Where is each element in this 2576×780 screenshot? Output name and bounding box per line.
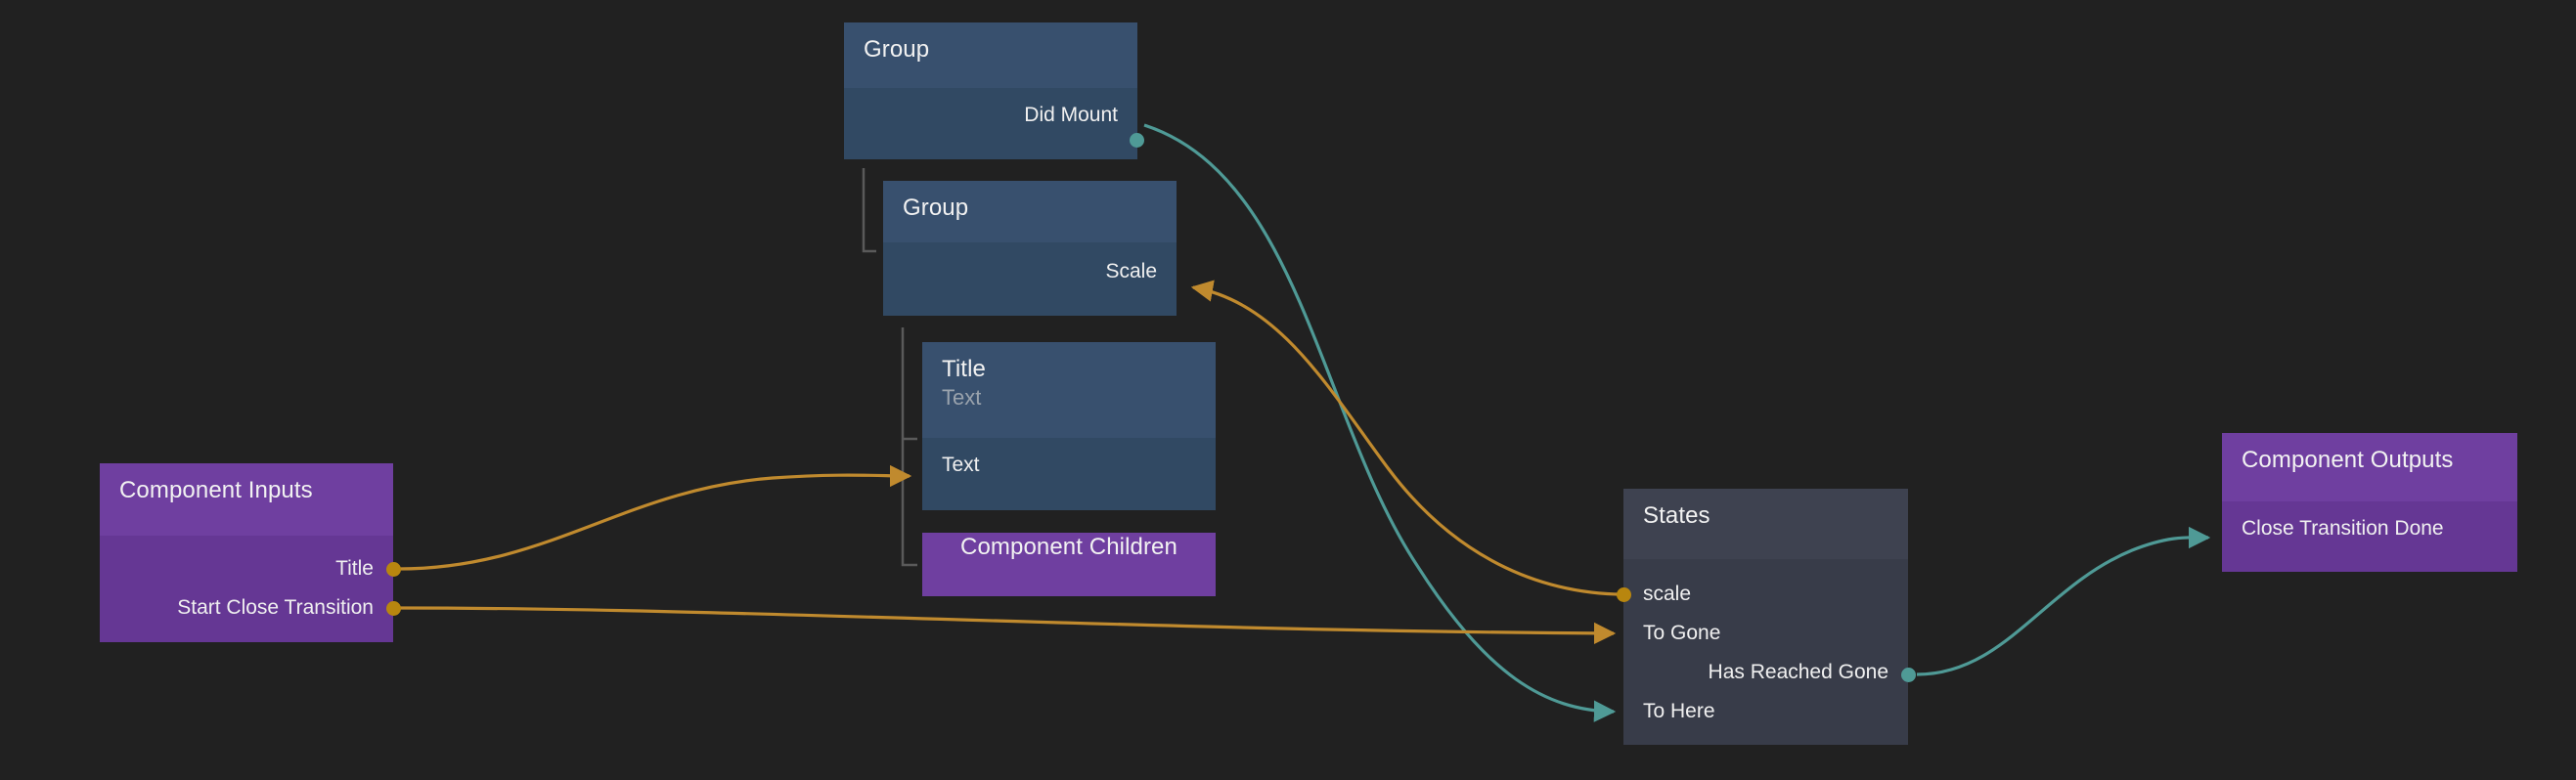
node-header: Component Children: [922, 533, 1216, 596]
port-label-close-transition-done: Close Transition Done: [2242, 517, 2444, 540]
port-dot-inputs-title[interactable]: [386, 562, 401, 577]
node-title: Component Inputs: [119, 477, 313, 503]
port-label-did-mount: Did Mount: [1024, 104, 1118, 126]
port-row-scale[interactable]: Scale: [1105, 258, 1177, 285]
port-label-text: Text: [942, 454, 980, 476]
node-body: Title Start Close Transition: [100, 536, 393, 642]
port-row-text[interactable]: Text: [922, 452, 980, 479]
port-dot-start-close-transition[interactable]: [386, 601, 401, 616]
port-row-did-mount[interactable]: Did Mount: [1024, 102, 1137, 129]
wire-scale-to-group-scale: [1190, 280, 1619, 596]
node-component-outputs[interactable]: Component Outputs Close Transition Done: [2222, 433, 2517, 572]
node-title: Component Children: [960, 534, 1177, 560]
node-body: scale To Gone Has Reached Gone To Here: [1623, 559, 1908, 745]
node-body: Did Mount: [844, 88, 1137, 159]
port-row-states-to-gone[interactable]: To Gone: [1623, 620, 1720, 647]
node-group-did-mount[interactable]: Group Did Mount: [844, 22, 1144, 159]
node-header: States: [1623, 489, 1908, 559]
node-title: Component Outputs: [2242, 447, 2454, 473]
node-body: Scale: [883, 242, 1177, 316]
port-label-states-to-here: To Here: [1643, 700, 1715, 722]
port-label-states-to-gone: To Gone: [1643, 622, 1721, 644]
node-header: Group: [883, 181, 1177, 242]
port-row-states-scale[interactable]: scale: [1623, 581, 1691, 608]
node-header: Component Inputs: [100, 463, 393, 536]
wire-title-to-text: [398, 464, 912, 571]
node-group-scale[interactable]: Group Scale: [883, 181, 1177, 316]
node-header: Group: [844, 22, 1137, 88]
port-row-has-reached-gone[interactable]: Has Reached Gone: [1709, 659, 1908, 686]
port-dot-states-scale[interactable]: [1617, 587, 1631, 602]
port-row-states-to-here[interactable]: To Here: [1623, 698, 1715, 725]
node-title: Title: [942, 356, 986, 382]
port-row-start-close-transition[interactable]: Start Close Transition: [177, 594, 393, 622]
node-body: Close Transition Done: [2222, 501, 2517, 572]
port-dot-did-mount[interactable]: [1130, 133, 1144, 148]
node-states[interactable]: States scale To Gone Has Reached Gone To…: [1617, 489, 1916, 745]
port-dot-has-reached-gone[interactable]: [1901, 668, 1916, 682]
node-title: Group: [903, 195, 969, 221]
port-label-start-close-transition: Start Close Transition: [177, 596, 374, 619]
wire-start-close-to-gone: [398, 606, 1617, 645]
port-label-inputs-title: Title: [335, 557, 374, 580]
node-subtitle: Text: [942, 385, 982, 410]
node-title-text[interactable]: Title Text Text: [922, 342, 1216, 510]
port-label-states-scale: scale: [1643, 583, 1692, 605]
node-component-inputs[interactable]: Component Inputs Title Start Close Trans…: [100, 463, 401, 642]
port-row-inputs-title[interactable]: Title: [335, 555, 393, 583]
node-body: Text: [922, 438, 1216, 510]
node-header: Component Outputs: [2222, 433, 2517, 501]
node-title: States: [1643, 502, 1710, 529]
port-row-close-transition-done[interactable]: Close Transition Done: [2222, 515, 2444, 542]
port-label-scale: Scale: [1105, 260, 1157, 282]
wire-reached-gone-to-output: [1916, 526, 2211, 676]
node-component-children[interactable]: Component Children: [922, 533, 1216, 596]
node-title: Group: [864, 36, 930, 63]
node-header: Title Text: [922, 342, 1216, 438]
port-label-has-reached-gone: Has Reached Gone: [1708, 661, 1888, 683]
